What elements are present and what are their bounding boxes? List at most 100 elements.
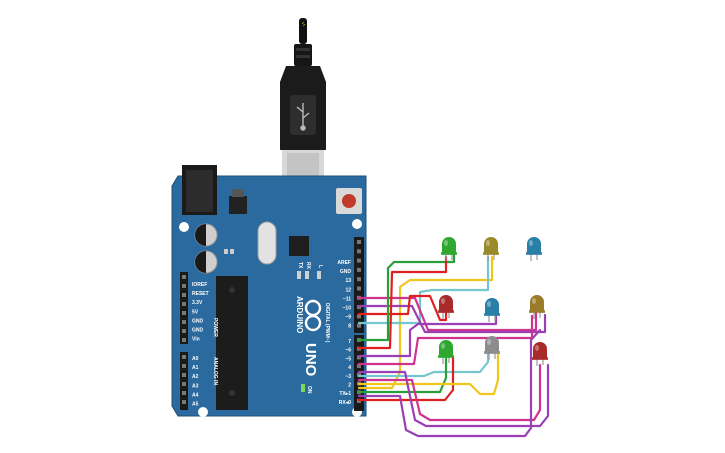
digital-pin-label: ~5 — [345, 356, 351, 362]
wire-teal[interactable] — [357, 255, 490, 325]
digital-pin-label: ~9 — [345, 315, 351, 321]
pin-hole[interactable] — [357, 258, 361, 263]
pin-hole[interactable] — [182, 275, 186, 279]
analog-header-title: ANALOG IN — [212, 357, 218, 385]
analog-pin-label: A3 — [192, 383, 199, 389]
pin-hole[interactable] — [357, 240, 361, 244]
digital-pin-label: 7 — [348, 339, 351, 345]
digital-header-top — [354, 237, 364, 333]
arduino-uno-board[interactable]: TX RX L ON ARDUINO UNO DIGITAL (PWM~) PO… — [171, 165, 367, 417]
pin-hole[interactable] — [357, 314, 361, 319]
pin-hole[interactable] — [182, 338, 186, 342]
power-pin-label: GND — [192, 328, 204, 334]
pin-hole[interactable] — [182, 311, 186, 315]
pin-hole[interactable] — [182, 391, 186, 395]
digital-pin-label: 12 — [345, 287, 351, 293]
digital-pin-label: 8 — [348, 324, 351, 330]
analog-pin-label: A2 — [192, 374, 199, 380]
pin-hole[interactable] — [357, 323, 361, 328]
digital-pin-label: ~6 — [345, 348, 351, 354]
pin-hole[interactable] — [182, 364, 186, 368]
led-blue[interactable] — [526, 237, 542, 261]
wire-green[interactable] — [357, 355, 448, 394]
wires — [357, 252, 550, 438]
rx-led — [305, 271, 309, 279]
pin-hole[interactable] — [182, 302, 186, 306]
led-blue[interactable] — [484, 298, 500, 322]
brand-label: ARDUINO — [295, 296, 304, 333]
wire-green[interactable] — [357, 252, 456, 342]
wire-teal[interactable] — [357, 352, 490, 378]
l-led — [317, 271, 321, 279]
pin-hole[interactable] — [182, 355, 186, 359]
led-green[interactable] — [441, 237, 457, 261]
digital-pin-label: 2 — [348, 383, 351, 389]
digital-header-title: DIGITAL (PWM~) — [324, 303, 330, 343]
digital-pin-label: ~3 — [345, 374, 351, 380]
rx-label: RX — [305, 262, 311, 270]
wire-purple[interactable] — [357, 328, 542, 438]
tx-label: TX — [297, 262, 303, 269]
led-green[interactable] — [438, 340, 454, 364]
analog-header — [180, 352, 188, 410]
led-red[interactable] — [438, 295, 454, 319]
led-yellow[interactable] — [483, 237, 499, 261]
led-yellow[interactable] — [529, 295, 545, 319]
digital-pin-label: GND — [340, 269, 352, 275]
on-led — [301, 384, 305, 392]
digital-pin-label: 13 — [345, 278, 351, 284]
capacitor — [194, 250, 218, 274]
digital-pin-label: ~11 — [343, 296, 351, 302]
l-label: L — [317, 265, 323, 268]
pin-hole[interactable] — [357, 364, 361, 369]
pin-hole[interactable] — [357, 277, 361, 282]
wire-purple[interactable] — [357, 363, 550, 428]
pin-hole[interactable] — [182, 329, 186, 333]
wire-red[interactable] — [357, 355, 455, 402]
pin-hole[interactable] — [357, 267, 361, 272]
on-label: ON — [306, 386, 312, 394]
pin-hole[interactable] — [182, 293, 186, 297]
pin-hole[interactable] — [182, 320, 186, 324]
mount-hole — [352, 219, 362, 229]
wire-red[interactable] — [357, 294, 448, 322]
power-pin-label: Vin — [192, 337, 200, 343]
reset-button[interactable] — [336, 188, 362, 214]
digital-pin-label: 4 — [348, 365, 351, 371]
pin-hole[interactable] — [182, 373, 186, 377]
analog-pin-label: A1 — [192, 365, 199, 371]
pin-hole[interactable] — [182, 382, 186, 386]
pin-hole[interactable] — [182, 284, 186, 288]
analog-pin-label: A0 — [192, 356, 199, 362]
power-pin-label: 5V — [192, 309, 199, 315]
pin-hole[interactable] — [182, 400, 186, 404]
wire-yellow[interactable] — [357, 352, 500, 396]
analog-pin-label: A5 — [192, 402, 199, 408]
pin-hole[interactable] — [357, 355, 361, 360]
tx-led — [297, 271, 301, 279]
mount-hole — [198, 407, 208, 417]
model-label: UNO — [302, 343, 319, 377]
led-red[interactable] — [532, 342, 548, 366]
led-grey[interactable] — [484, 336, 500, 360]
power-pin-label: GND — [192, 318, 204, 324]
mount-hole — [179, 222, 189, 232]
digital-pin-label: RX◂0 — [339, 400, 351, 406]
pin-hole[interactable] — [357, 372, 361, 377]
pin-hole[interactable] — [357, 249, 361, 254]
wire-magenta[interactable] — [357, 296, 538, 332]
power-header-title: POWER — [212, 318, 218, 337]
wire-magenta[interactable] — [357, 314, 534, 366]
atmega-chip — [216, 276, 248, 410]
wire-purple[interactable] — [357, 314, 498, 358]
power-pin-label: 3.3V — [192, 300, 203, 306]
digital-pin-label: AREF — [337, 260, 351, 266]
wire-red[interactable] — [357, 255, 448, 350]
pin-hole[interactable] — [357, 286, 361, 291]
power-pin-label: IOREF — [192, 282, 207, 288]
wire-magenta[interactable] — [357, 363, 542, 422]
wire-yellow[interactable] — [357, 255, 494, 390]
wire-purple[interactable] — [357, 304, 547, 334]
power-pin-label: RESET — [192, 291, 209, 297]
